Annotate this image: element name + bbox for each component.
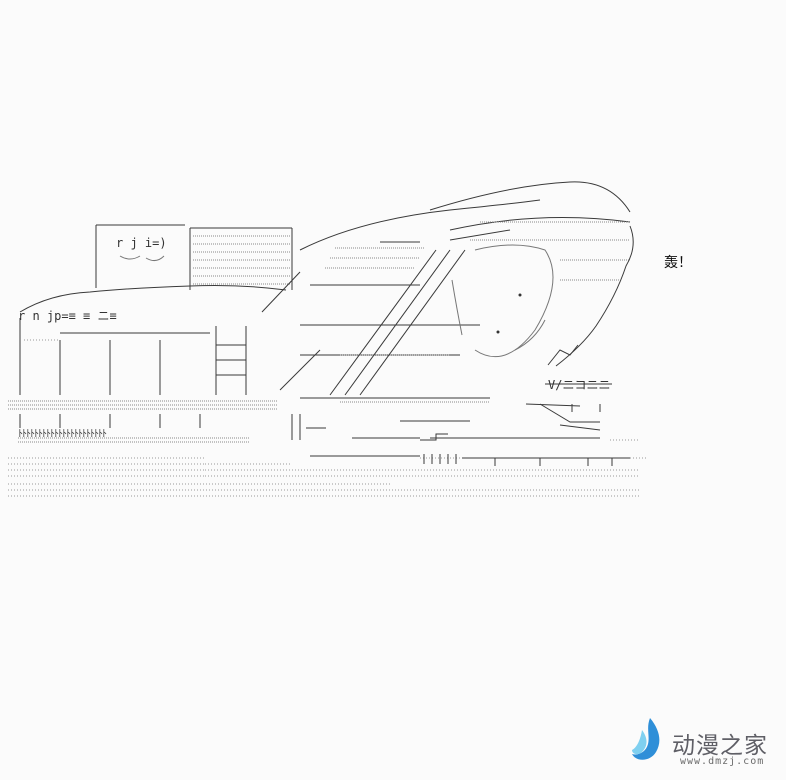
front-label: V/ニコニニ (548, 378, 611, 392)
sign-board (95, 224, 293, 290)
storefront (19, 285, 287, 395)
sign-text: r j i=) (116, 236, 167, 250)
watermark-url: www.dmzj.com (680, 756, 765, 767)
flame-drop-logo-icon (632, 718, 660, 760)
watermark-name: 动漫之家 (672, 733, 768, 759)
vehicle-front (429, 181, 640, 441)
watermark-logo: 动漫之家 www.dmzj.com (628, 716, 778, 770)
storefront-label: r n jp=≡ ≡ ニ≡ (18, 309, 117, 323)
vehicle-body (261, 199, 630, 466)
track-row: ﾄﾄﾄﾄﾄﾄﾄﾄﾄﾄﾄﾄﾄﾄﾄﾄﾄﾄﾄﾄﾄﾄ (18, 429, 107, 440)
sound-effect-text: 轰！ (664, 255, 692, 271)
rail-bands (8, 400, 648, 497)
